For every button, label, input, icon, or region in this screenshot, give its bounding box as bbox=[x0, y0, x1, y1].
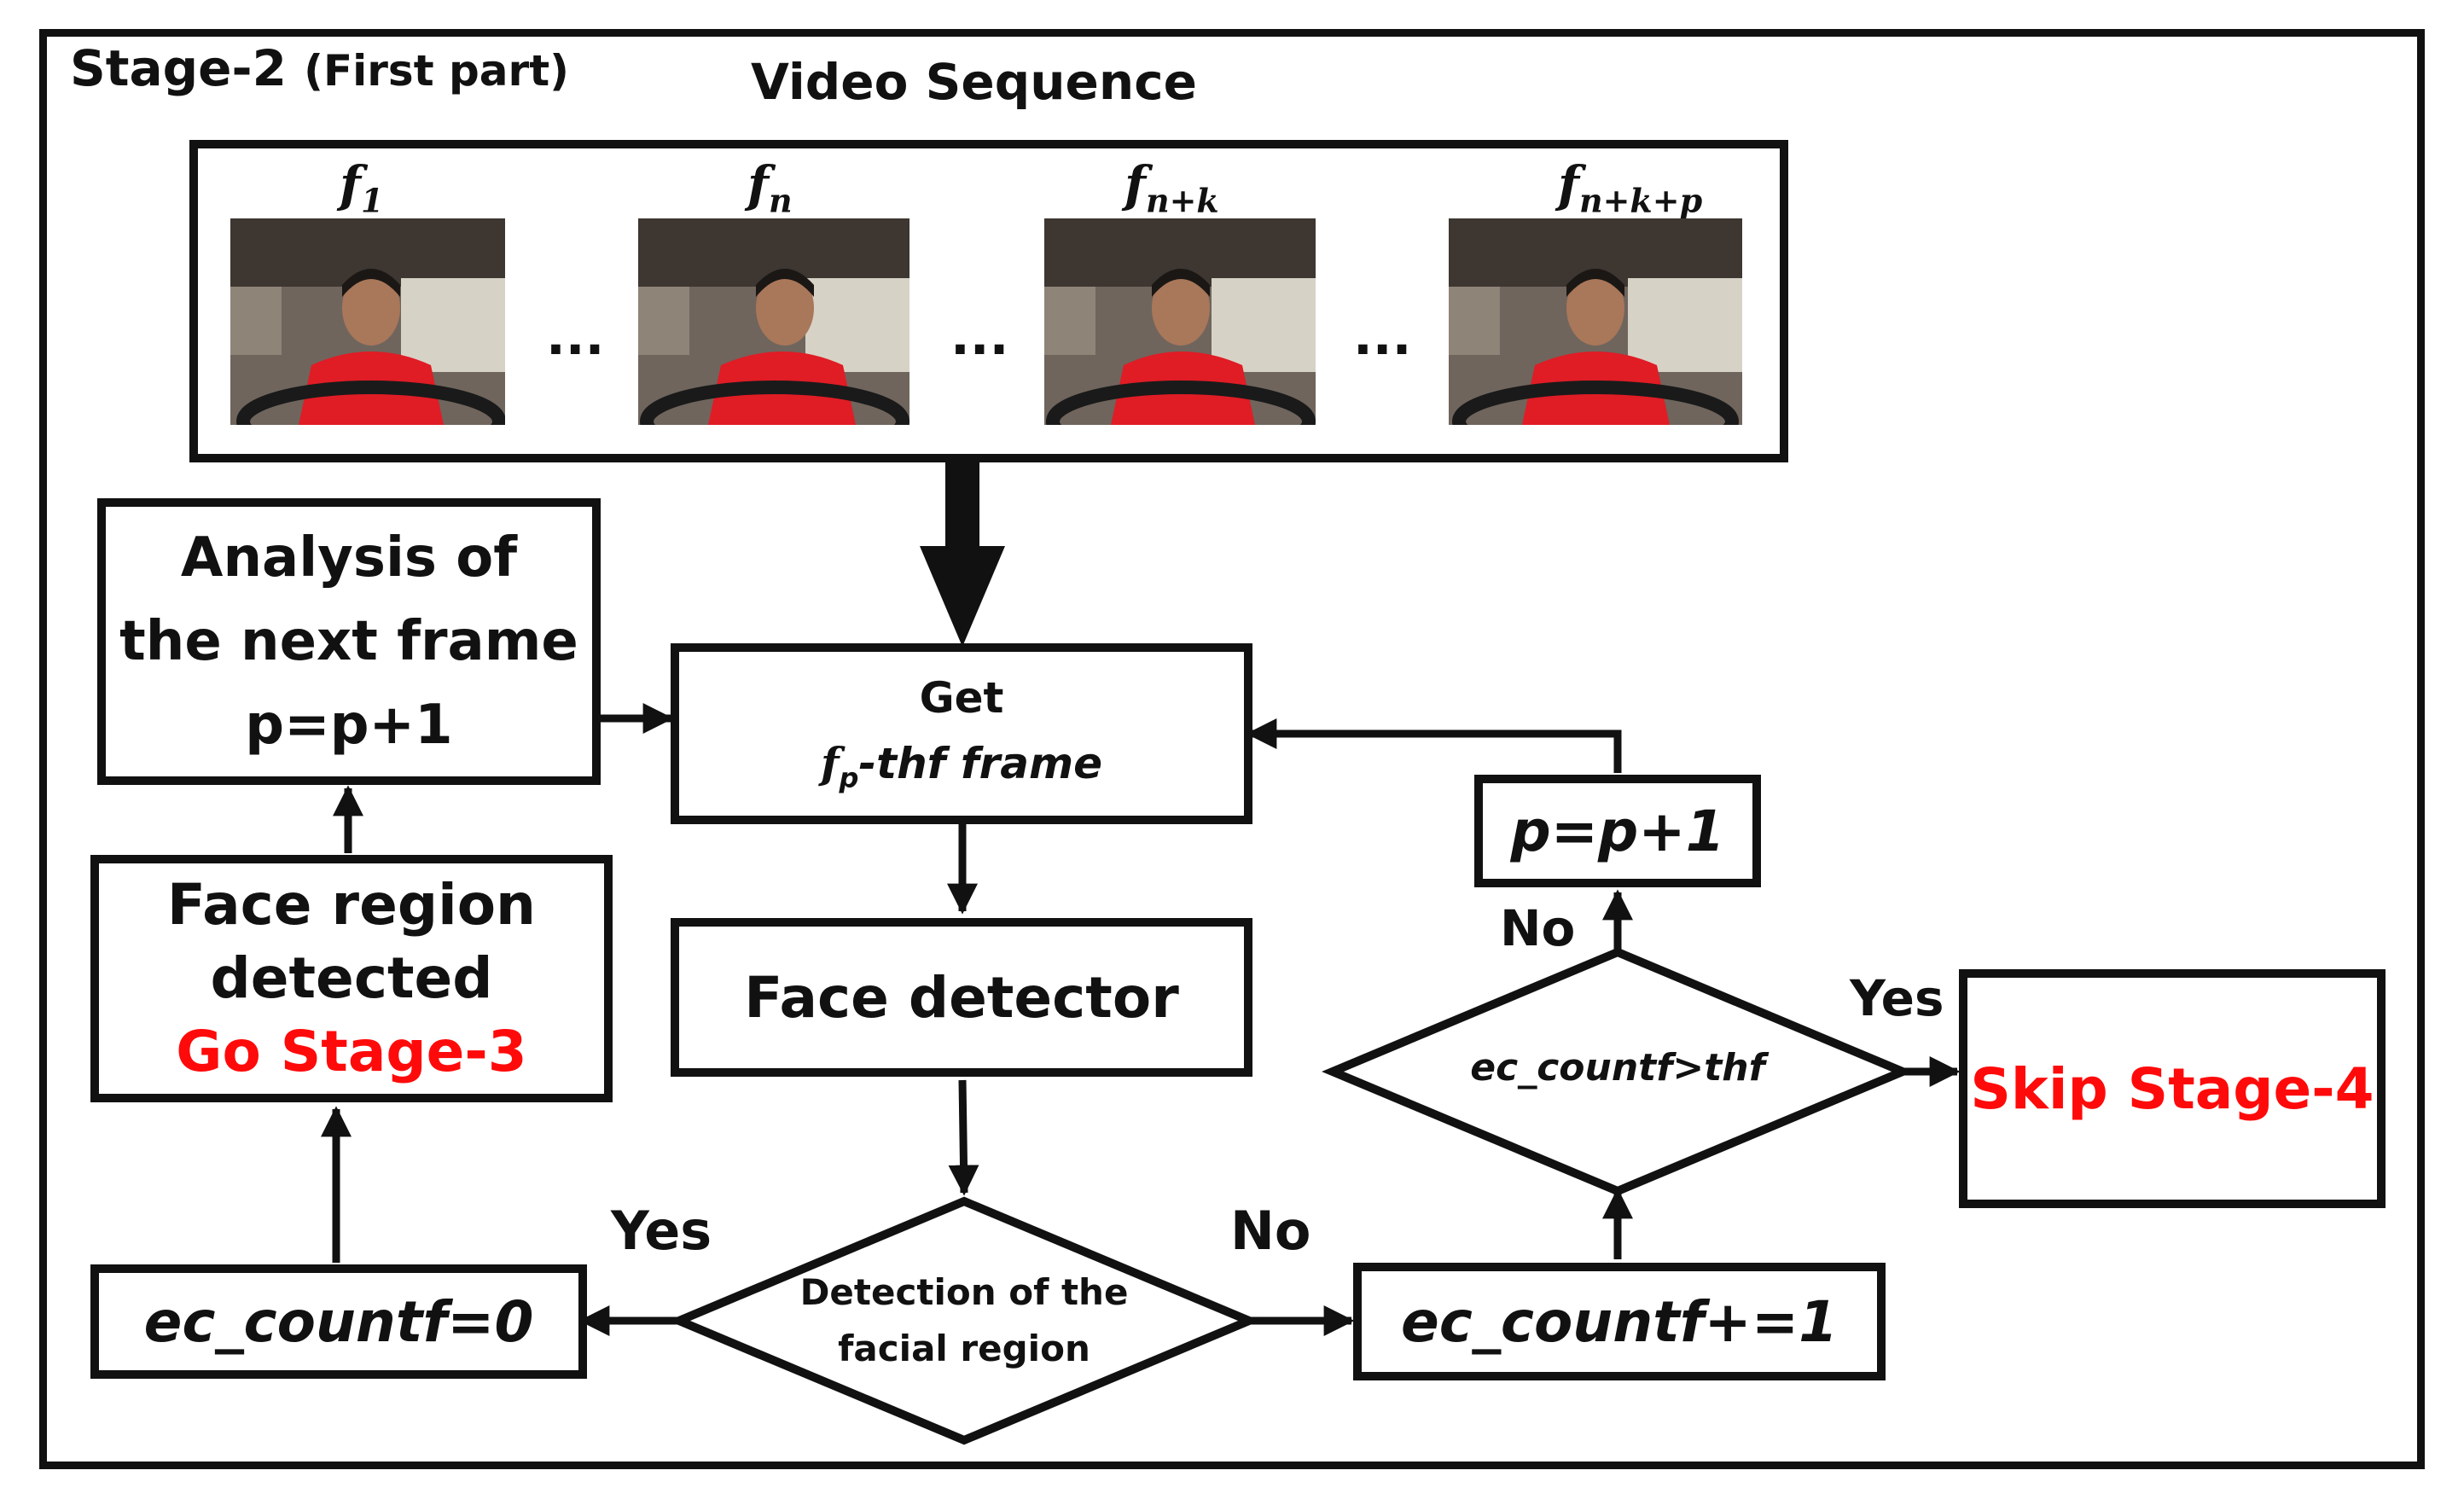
frame-separator: ... bbox=[1353, 307, 1412, 367]
video-frame-n-k bbox=[1044, 218, 1316, 425]
ec-countf-increment-box: ec_countf+=1 bbox=[1353, 1263, 1886, 1380]
video-frame-n bbox=[638, 218, 909, 425]
thick-arrow-head bbox=[920, 546, 1005, 647]
edge-label-yes: Yes bbox=[611, 1200, 712, 1262]
detection-decision-label: Detection of the facial region bbox=[799, 1271, 1129, 1369]
driver-frame-image bbox=[1449, 218, 1742, 425]
stage-title: Stage-2 (First part) bbox=[70, 39, 569, 97]
skip-stage-4-box: Skip Stage-4 bbox=[1959, 969, 2386, 1208]
video-frame-1 bbox=[230, 218, 505, 425]
frame-label-n-k-p: fn+k+p bbox=[1558, 155, 1703, 220]
face-region-detected-box: Face region detected Go Stage-3 bbox=[90, 855, 613, 1102]
threshold-decision-label: ec_countf>thf bbox=[1470, 1046, 1765, 1090]
analysis-next-frame-box: Analysis of the next frame p=p+1 bbox=[97, 498, 601, 785]
frame-separator: ... bbox=[950, 307, 1009, 367]
analysis-line-2: the next frame bbox=[119, 610, 578, 673]
detection-decision-shape bbox=[668, 1196, 1260, 1445]
face-region-line-2: detected bbox=[210, 945, 493, 1011]
edge-label-no: No bbox=[1230, 1200, 1311, 1262]
analysis-line-3: p=p+1 bbox=[245, 694, 453, 757]
go-stage-3-label: Go Stage-3 bbox=[176, 1019, 527, 1084]
frame-label-n-k: fn+k bbox=[1124, 155, 1219, 220]
video-sequence-title: Video Sequence bbox=[751, 53, 1197, 111]
stage-title-main: Stage-2 bbox=[70, 39, 287, 97]
face-region-line-1: Face region bbox=[166, 872, 537, 938]
get-frame-line-2: fp-thf frame bbox=[821, 738, 1102, 794]
p-increment-box: p=p+1 bbox=[1474, 775, 1761, 887]
edge-label-yes-skip: Yes bbox=[1850, 969, 1944, 1027]
frame-label-1: f1 bbox=[340, 155, 384, 220]
stage-title-sub: (First part) bbox=[304, 46, 569, 96]
get-frame-box: Get fp-thf frame bbox=[671, 643, 1252, 824]
threshold-decision-shape bbox=[1322, 947, 1914, 1196]
driver-frame-image bbox=[1044, 218, 1316, 425]
face-detector-box: Face detector bbox=[671, 918, 1252, 1077]
get-frame-line-1: Get bbox=[919, 673, 1004, 723]
frame-label-n: fn bbox=[747, 155, 793, 220]
frame-separator: ... bbox=[546, 307, 605, 367]
driver-frame-image bbox=[230, 218, 505, 425]
driver-frame-image bbox=[638, 218, 909, 425]
stage-2-container bbox=[39, 29, 2425, 1469]
analysis-line-1: Analysis of bbox=[180, 526, 518, 590]
video-frame-n-k-p bbox=[1449, 218, 1742, 425]
edge-label-no-up: No bbox=[1500, 899, 1576, 957]
ec-countf-reset-box: ec_countf=0 bbox=[90, 1264, 587, 1379]
